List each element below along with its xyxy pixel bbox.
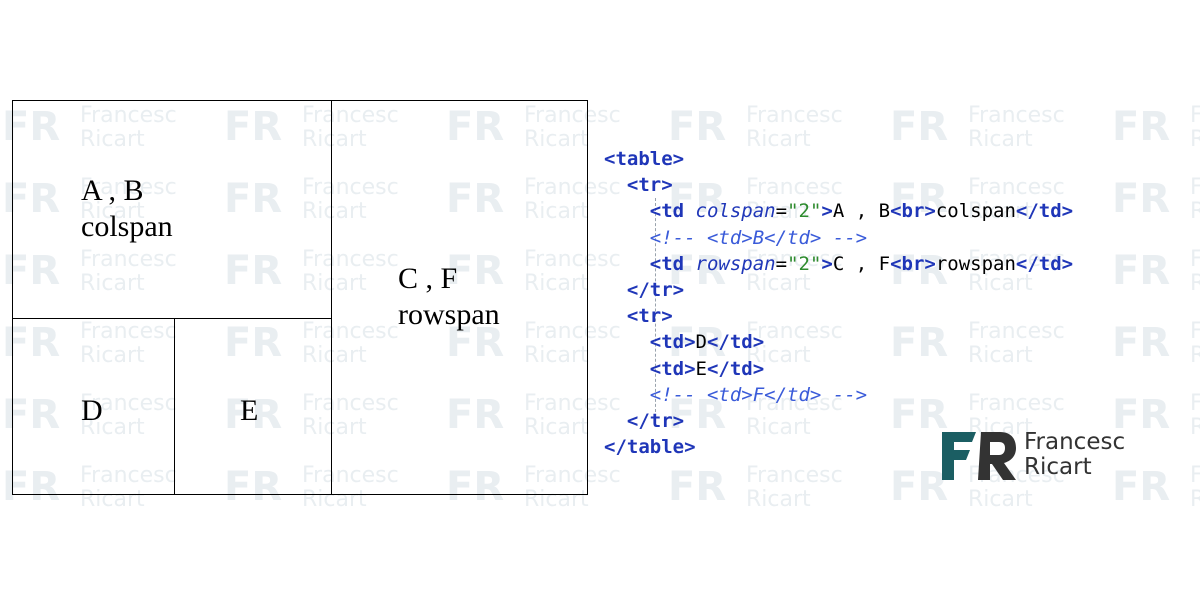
code-token: <td> xyxy=(649,331,696,354)
code-token: E xyxy=(695,357,707,380)
code-line: <td>D</td> xyxy=(604,329,1073,355)
code-line: <tr> xyxy=(604,303,1073,329)
code-token xyxy=(604,227,650,249)
code-token: </td> xyxy=(1015,200,1074,223)
brand-name-line2: Ricart xyxy=(1024,454,1092,480)
code-line: <table> xyxy=(604,146,1073,172)
code-token: rowspan xyxy=(935,252,1016,275)
code-token: <br> xyxy=(890,252,936,275)
code-line: <tr> xyxy=(604,172,1073,198)
code-line: <!-- <td>B</td> --> xyxy=(604,225,1073,251)
code-line: <td>E</td> xyxy=(604,356,1073,382)
code-token: <!-- <td>F</td> --> xyxy=(649,383,868,406)
code-token: <td xyxy=(649,252,685,275)
code-token: <tr> xyxy=(626,174,673,197)
table-cell-ab-colspan: A , B colspan xyxy=(13,101,332,319)
code-token xyxy=(604,384,650,406)
code-token: <br> xyxy=(890,200,936,223)
code-token: </td> xyxy=(706,331,765,354)
code-token: <td xyxy=(649,200,685,223)
code-token xyxy=(604,174,627,196)
code-token: </td> xyxy=(706,357,765,380)
code-token xyxy=(604,200,650,222)
code-token: <td> xyxy=(649,357,696,380)
code-token xyxy=(604,331,650,353)
code-token: <!-- <td>B</td> --> xyxy=(649,226,868,249)
code-token xyxy=(604,305,627,327)
code-token: A , B xyxy=(832,200,891,223)
html-code-listing: <table> <tr> <td colspan="2">A , B<br>co… xyxy=(604,146,1073,460)
code-token: colspan xyxy=(935,200,1016,223)
cell-cf-letters: C , F xyxy=(398,262,458,295)
cell-ab-caption: colspan xyxy=(81,210,173,243)
code-token: C , F xyxy=(832,252,891,275)
code-token xyxy=(684,200,695,222)
code-token xyxy=(604,410,627,432)
cell-e-letter: E xyxy=(240,394,259,427)
code-line: <!-- <td>F</td> --> xyxy=(604,382,1073,408)
code-token: > xyxy=(821,200,833,223)
brand-logo: Francesc Ricart xyxy=(940,426,1160,486)
code-token: "2" xyxy=(787,252,822,275)
code-line: <td colspan="2">A , B<br>colspan</td> xyxy=(604,198,1073,224)
brand-name: Francesc Ricart xyxy=(1024,430,1125,480)
cell-cf-caption: rowspan xyxy=(398,298,500,331)
code-line: </tr> xyxy=(604,408,1073,434)
code-token: </table> xyxy=(604,436,696,459)
table-cell-d: D xyxy=(13,319,175,494)
fr-monogram-icon xyxy=(942,432,1016,480)
brand-name-line1: Francesc xyxy=(1024,429,1126,455)
code-token: </tr> xyxy=(626,409,685,432)
code-token xyxy=(604,279,627,301)
code-token: > xyxy=(821,252,833,275)
code-token: </td> xyxy=(1015,252,1074,275)
code-line: <td rowspan="2">C , F<br>rowspan</td> xyxy=(604,251,1073,277)
code-token xyxy=(604,253,650,275)
code-token xyxy=(604,358,650,380)
code-token: <tr> xyxy=(626,305,673,328)
table-cell-cf-rowspan: C , F rowspan xyxy=(332,101,588,494)
code-token: D xyxy=(695,331,707,354)
code-token: "2" xyxy=(787,200,822,223)
code-token: colspan xyxy=(695,200,776,223)
cell-d-letter: D xyxy=(81,394,103,427)
table-cell-e: E xyxy=(175,319,332,494)
cell-ab-letters: A , B xyxy=(81,174,144,207)
rendered-table-preview: A , B colspan C , F rowspan D E xyxy=(12,100,588,495)
code-token: = xyxy=(775,252,788,275)
code-token xyxy=(684,253,695,275)
code-line: </table> xyxy=(604,434,1073,460)
code-token: </tr> xyxy=(626,278,685,301)
code-token: = xyxy=(775,200,788,223)
code-token: rowspan xyxy=(695,252,776,275)
code-token: <table> xyxy=(604,148,685,170)
code-line: </tr> xyxy=(604,277,1073,303)
indent-guide-outer xyxy=(655,198,656,422)
